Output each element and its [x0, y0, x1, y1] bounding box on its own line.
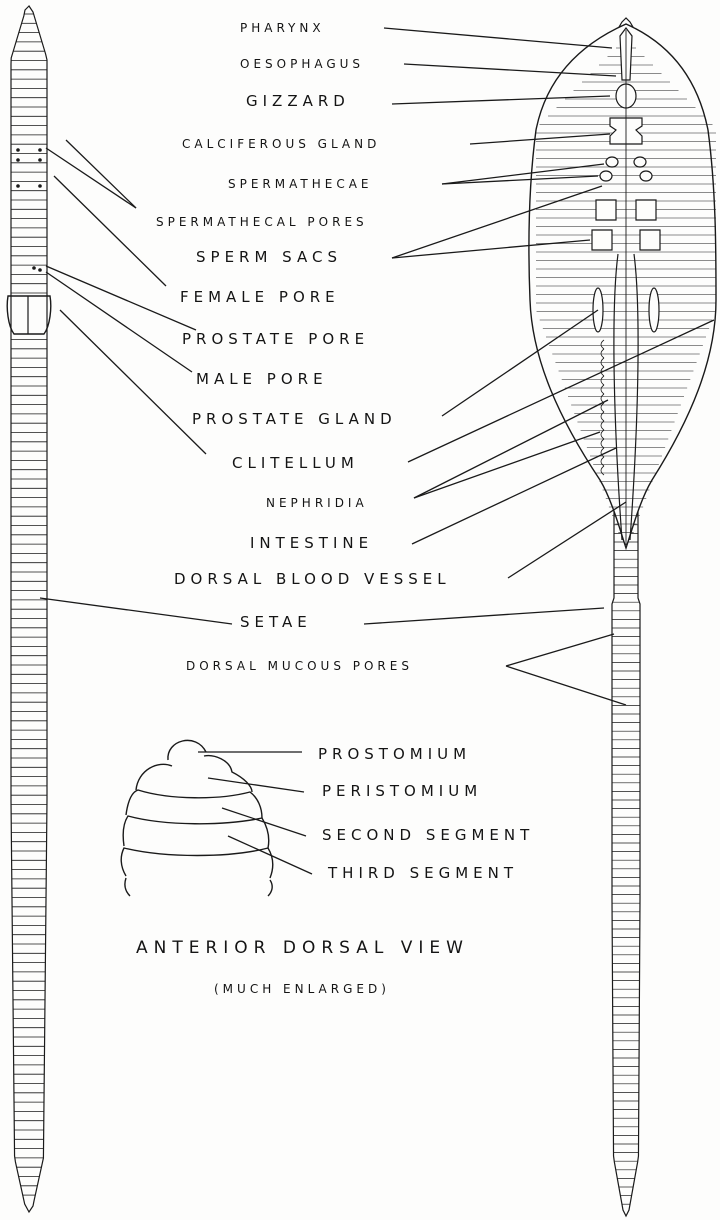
leader-pharynx — [384, 28, 612, 48]
leader-setae-left — [40, 598, 232, 624]
second-segment-outline — [126, 790, 262, 818]
label-dorsal-blood-vessel: DORSAL BLOOD VESSEL — [174, 570, 451, 588]
caption-title: ANTERIOR DORSAL VIEW — [136, 939, 469, 957]
leader-dorsal-mucous-pores-a — [506, 634, 614, 666]
label-peristomium: PERISTOMIUM — [322, 782, 482, 800]
label-prostomium: PROSTOMIUM — [318, 745, 471, 763]
left-worm-external-view — [7, 6, 51, 1212]
leader-dorsal-blood-vessel — [508, 502, 626, 578]
label-dorsal-mucous-pores: DORSAL MUCOUS PORES — [186, 657, 413, 675]
label-calciferous-gland: CALCIFEROUS GLAND — [182, 135, 380, 153]
organ-spermatheca — [640, 171, 652, 181]
organ-spermatheca — [606, 157, 618, 167]
label-spermathecae: SPERMATHECAE — [228, 175, 373, 193]
left-pore-dot — [32, 266, 36, 270]
caption-subtitle: (MUCH ENLARGED) — [214, 980, 390, 998]
organ-sperm-sac — [640, 230, 660, 250]
peristomium-outline — [136, 756, 252, 792]
label-intestine: INTESTINE — [250, 534, 373, 552]
fifth-segment-outline — [125, 878, 272, 896]
left-pore-dot — [16, 158, 20, 162]
organ-sperm-sac — [596, 200, 616, 220]
leader-setae-right — [364, 608, 604, 624]
label-spermathecal-pores: SPERMATHECAL PORES — [156, 213, 368, 231]
label-prostate-gland: PROSTATE GLAND — [192, 410, 397, 428]
leader-nephridia-b — [414, 432, 600, 498]
label-gizzard: GIZZARD — [246, 92, 350, 110]
organ-prostate-gland-right — [649, 288, 659, 332]
anterior-dorsal-view-drawing — [121, 740, 273, 896]
left-pore-dot — [38, 158, 42, 162]
left-pore-dot — [38, 184, 42, 188]
left-pore-dot — [38, 148, 42, 152]
left-pore-dot — [38, 268, 42, 272]
organ-sperm-sac — [592, 230, 612, 250]
third-segment-outline — [123, 816, 269, 848]
prostomium-outline — [168, 740, 206, 760]
label-sperm-sacs: SPERM SACS — [196, 248, 342, 266]
leader-spermathecal-pores-b — [46, 148, 136, 208]
leader-third-segment — [228, 836, 312, 874]
label-setae: SETAE — [240, 613, 312, 631]
label-prostate-pore: PROSTATE PORE — [182, 330, 369, 348]
organ-sperm-sac — [636, 200, 656, 220]
left-pore-dot — [16, 184, 20, 188]
leader-prostate-pore — [46, 266, 196, 330]
fourth-segment-outline — [121, 848, 273, 878]
left-clitellum — [7, 296, 51, 334]
organ-spermatheca — [600, 171, 612, 181]
label-clitellum: CLITELLUM — [232, 454, 359, 472]
leader-dorsal-mucous-pores-b — [506, 666, 626, 705]
organ-spermatheca — [634, 157, 646, 167]
left-pore-dot — [16, 148, 20, 152]
leader-female-pore — [54, 176, 166, 286]
label-pharynx: PHARYNX — [240, 19, 325, 37]
label-female-pore: FEMALE PORE — [180, 288, 340, 306]
label-second-segment: SECOND SEGMENT — [322, 826, 534, 844]
leader-male-pore — [46, 272, 192, 372]
label-nephridia: NEPHRIDIA — [266, 494, 368, 512]
label-male-pore: MALE PORE — [196, 370, 328, 388]
leader-peristomium — [208, 778, 304, 792]
label-third-segment: THIRD SEGMENT — [328, 864, 518, 882]
label-oesophagus: OESOPHAGUS — [240, 55, 364, 73]
right-worm-dissected-view — [529, 18, 716, 1216]
